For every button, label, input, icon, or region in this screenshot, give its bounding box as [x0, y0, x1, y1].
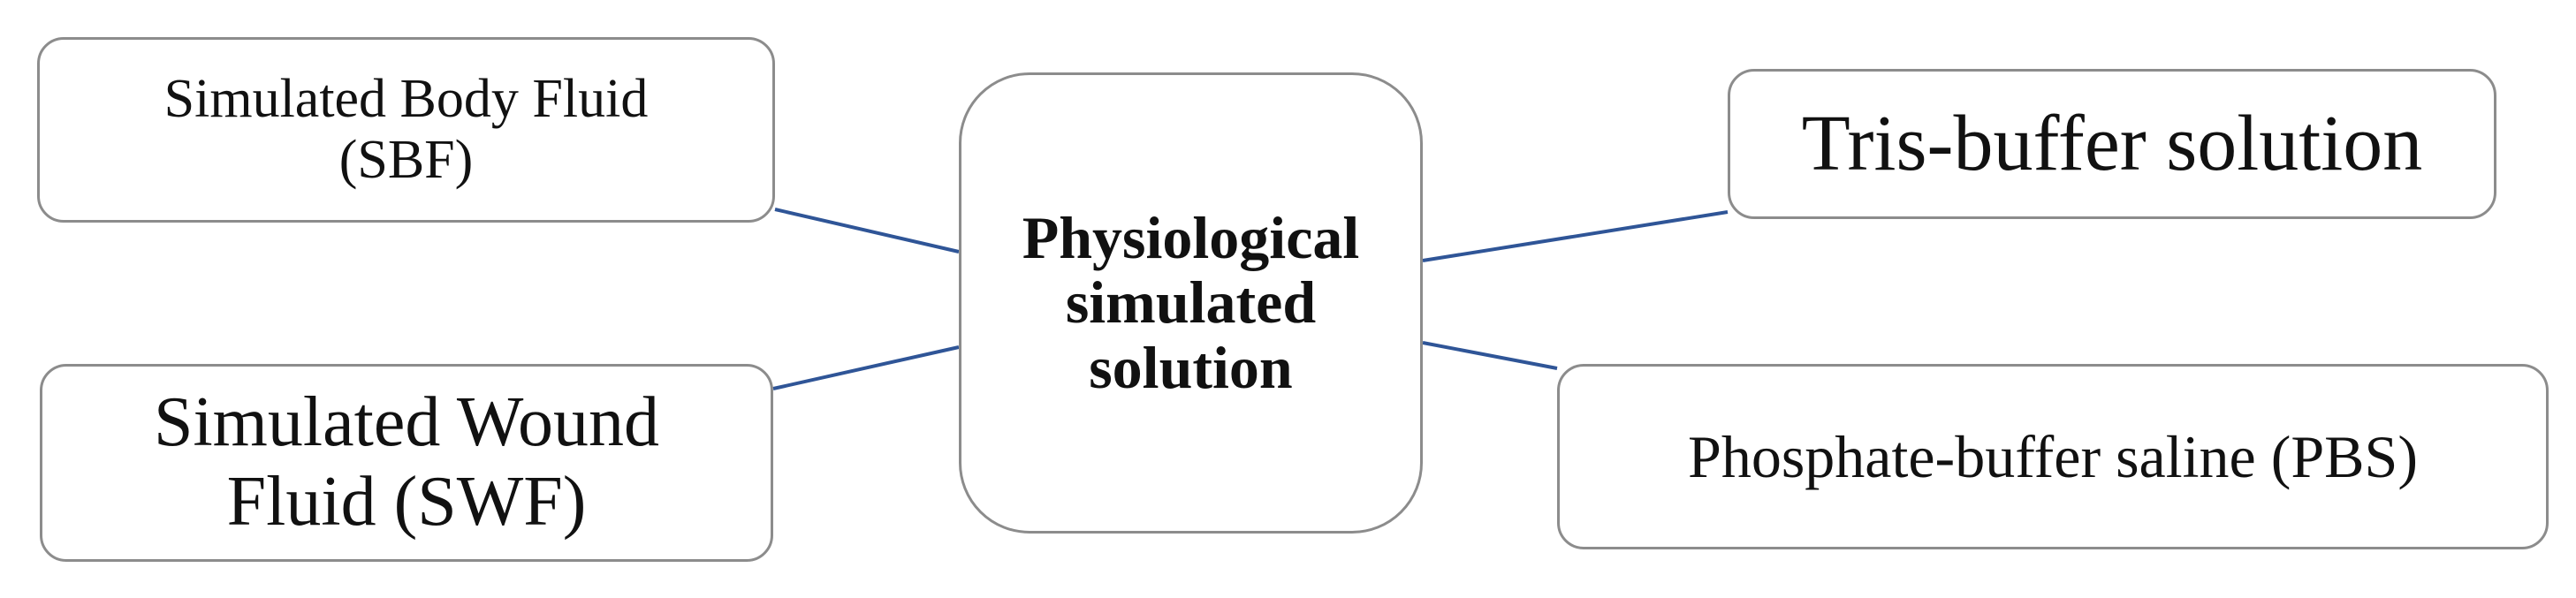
label-line: Physiological — [1022, 203, 1360, 271]
node-label: Simulated Wound Fluid (SWF) — [154, 383, 659, 541]
node-label: Phosphate-buffer saline (PBS) — [1688, 423, 2418, 490]
node-physiological-simulated-solution: Physiological simulated solution — [959, 72, 1423, 534]
label-line: simulated — [1065, 269, 1317, 337]
connector-pbs — [1422, 341, 1558, 370]
label-line: Phosphate-buffer saline (PBS) — [1688, 422, 2418, 490]
connector-tris — [1422, 210, 1729, 262]
label-line: solution — [1089, 333, 1293, 401]
node-simulated-body-fluid: Simulated Body Fluid (SBF) — [37, 37, 775, 223]
node-phosphate-buffer-saline: Phosphate-buffer saline (PBS) — [1557, 364, 2549, 549]
node-simulated-wound-fluid: Simulated Wound Fluid (SWF) — [40, 364, 773, 562]
label-line: Simulated Body Fluid — [163, 68, 649, 129]
node-label: Tris-buffer solution — [1802, 100, 2423, 189]
connector-sbf — [774, 208, 960, 254]
label-line: Fluid (SWF) — [226, 463, 587, 541]
connector-swf — [772, 345, 960, 390]
node-label: Simulated Body Fluid (SBF) — [164, 69, 649, 192]
node-label: Physiological simulated solution — [1022, 203, 1360, 401]
label-line: Tris-buffer solution — [1801, 99, 2423, 187]
label-line: (SBF) — [338, 130, 474, 190]
label-line: Simulated Wound — [153, 383, 660, 462]
node-tris-buffer-solution: Tris-buffer solution — [1728, 69, 2496, 219]
